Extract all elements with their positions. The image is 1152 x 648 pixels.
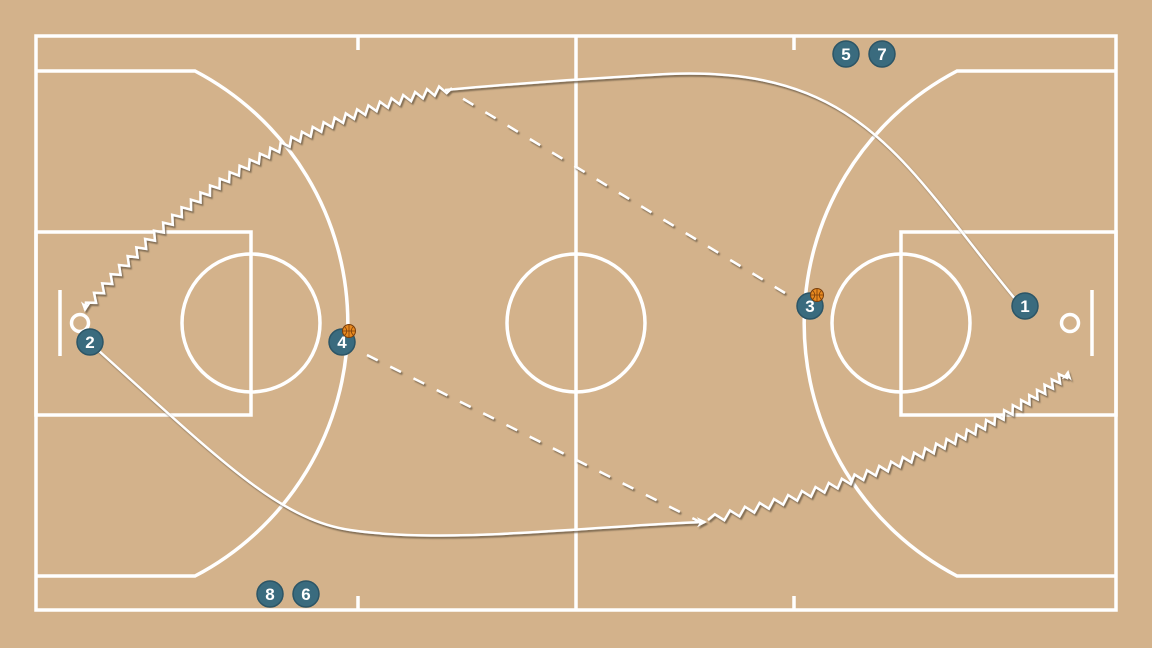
center-circle [505,252,647,394]
player-5[interactable]: 5 [832,40,860,68]
player-marker [1011,292,1039,320]
dribble-line-top [81,84,453,312]
player-number: 1 [1020,297,1029,316]
player-number: 7 [877,45,886,64]
right-half-markings [802,69,1118,578]
player-4[interactable]: 4 [328,324,356,356]
players: 1 2 3 4 5 6 [76,40,1039,608]
player-number: 6 [301,585,310,604]
player-3[interactable]: 3 [796,288,824,320]
player-1[interactable]: 1 [1011,292,1039,320]
left-free-throw-circle [180,252,322,394]
player-8[interactable]: 8 [256,580,284,608]
player-marker [76,328,104,356]
basketball-icon [342,324,356,338]
cut-line-player-1 [444,72,1017,301]
right-free-throw-circle [830,252,972,394]
dribble-line-bottom [707,370,1072,522]
left-half-markings [34,69,350,578]
player-number: 2 [85,333,94,352]
right-three-point-line [802,69,1116,578]
player-marker [292,580,320,608]
basketball-icon [810,288,824,302]
player-number: 3 [805,297,814,316]
player-number: 4 [337,333,347,352]
player-number: 8 [265,585,274,604]
player-marker [832,40,860,68]
player-6[interactable]: 6 [292,580,320,608]
court-lines [34,34,1118,612]
left-three-point-line [36,69,350,578]
player-2[interactable]: 2 [76,328,104,356]
player-marker [868,40,896,68]
left-rim [69,312,91,334]
cut-line-player-2 [97,349,707,537]
player-7[interactable]: 7 [868,40,896,68]
right-paint [899,230,1118,417]
player-number: 5 [841,45,850,64]
play-actions [81,72,1072,537]
left-paint [34,230,253,417]
player-marker [256,580,284,608]
pass-line-player-4 [366,353,701,524]
right-rim [1059,312,1081,334]
